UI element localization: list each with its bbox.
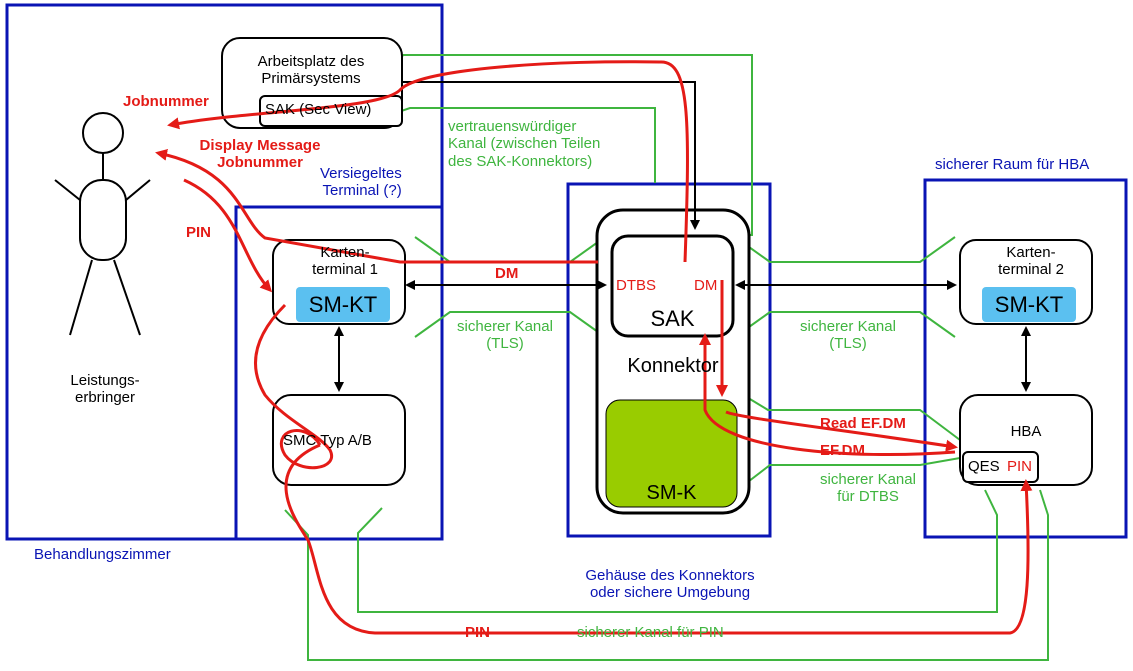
arbeitsplatz-title: Arbeitsplatz des Primärsystems (236, 53, 386, 88)
tls-right-top (734, 236, 956, 263)
qes-label: QES (968, 458, 1000, 475)
dtbs-line-1: sicherer Kanal (820, 471, 916, 488)
tls-left-label: sicherer Kanal (TLS) (442, 318, 568, 353)
sak-box (610, 234, 735, 338)
terminal2-title: Karten- terminal 2 (976, 244, 1086, 279)
konnektor-dtbs-label: DTBS (616, 277, 657, 294)
flow-pin-user (183, 178, 273, 293)
dtbs-channel-label: sicherer Kanal für DTBS (805, 471, 931, 506)
smc-box (272, 394, 406, 486)
qes-pin-box (962, 451, 1039, 483)
tls-right-line-1: sicherer Kanal (800, 318, 896, 335)
flow-jobnummer (167, 60, 689, 263)
smk-label: SM-K (646, 482, 697, 504)
tls-right-bottom (734, 311, 956, 338)
zone-versiegeltes-terminal (234, 205, 444, 541)
flow-pin-bottom-label: PIN (465, 624, 491, 641)
trusted-channel-label: vertrauenswürdiger Kanal (zwischen Teile… (448, 118, 600, 170)
terminal2-line-2: terminal 2 (998, 261, 1064, 279)
tls-left-bottom (414, 311, 606, 338)
tls-left-line-2: (TLS) (486, 335, 524, 353)
flow-pin-bottom (284, 443, 1033, 635)
smk-box (605, 399, 738, 508)
trusted-line-3: des SAK-Konnektors) (448, 152, 593, 170)
flow-read-efdm (725, 410, 958, 452)
smkt-1-label: SM-KT (308, 292, 378, 317)
gehaeuse-line-1: Gehäuse des Konnektors (585, 567, 755, 584)
flow-pin-loop (254, 303, 334, 470)
actor-line-1: Leistungs- (70, 372, 140, 389)
zone-label-versiegeltes-terminal: Versiegeltes Terminal (?) (320, 165, 402, 200)
pin-channel-outer (284, 489, 1049, 661)
terminal2-line-1: Karten- (1006, 244, 1056, 261)
smkt-1-box (296, 287, 390, 322)
arrow-arbeitsplatz-sak (402, 81, 700, 230)
tls-left-line-1: sicherer Kanal (457, 318, 553, 335)
flow-efdm-label: EF.DM (820, 442, 865, 459)
actor-label: Leistungs- erbringer (55, 372, 155, 407)
hba-pin-label: PIN (1007, 458, 1033, 475)
display-message-line-1: Display Message (199, 137, 321, 154)
black-arrows (334, 81, 1031, 392)
tls-right-label: sicherer Kanal (TLS) (785, 318, 911, 353)
flow-display-message-label: Display Message Jobnummer (195, 137, 325, 172)
flow-read-efdm-label: Read EF.DM (820, 415, 906, 432)
arbeitsplatz-line-1: Arbeitsplatz des (257, 53, 365, 70)
flow-dm-label: DM (495, 265, 519, 282)
dtbs-channel-bottom (739, 457, 961, 489)
smkt-2-label: SM-KT (994, 292, 1064, 317)
tls-right-line-2: (TLS) (829, 335, 867, 353)
actor-line-2: erbringer (74, 389, 136, 407)
dtbs-channel-top (739, 392, 961, 441)
terminal1-line-2: terminal 1 (312, 261, 378, 279)
sak-view-box (259, 95, 403, 127)
terminal1-line-1: Karten- (320, 244, 370, 261)
smkt-2-box (982, 287, 1076, 322)
versiegeltes-line-1: Versiegeltes (320, 165, 402, 182)
zone-gehaeuse-konnektor (566, 182, 772, 538)
terminal1-title: Karten- terminal 1 (290, 244, 400, 279)
trusted-line-1: vertrauenswürdiger (448, 118, 577, 135)
sak-view-label: SAK (Sec View) (265, 101, 372, 118)
zone-sicherer-raum (923, 178, 1128, 539)
pin-channel-inner (357, 489, 998, 613)
zone-label-behandlungszimmer: Behandlungszimmer (34, 546, 171, 563)
sak-label: SAK (650, 306, 695, 331)
gehaeuse-line-2: oder sichere Umgebung (589, 584, 751, 602)
konnektor-dm-label: DM (694, 277, 718, 294)
zone-label-gehaeuse: Gehäuse des Konnektors oder sichere Umge… (560, 567, 780, 602)
smc-label: SMC Typ A/B (283, 432, 372, 449)
trusted-line-2: Kanal (zwischen Teilen (448, 135, 601, 153)
dtbs-line-2: für DTBS (837, 488, 899, 506)
flow-jobnummer-label: Jobnummer (123, 93, 209, 110)
flow-efdm-return (699, 333, 956, 457)
flow-display-message (155, 148, 598, 264)
konnektor-title: Konnektor (627, 355, 719, 377)
versiegeltes-line-2: Terminal (?) (322, 182, 402, 200)
flow-pin-user-label: PIN (186, 224, 212, 241)
stick-figure (54, 112, 151, 336)
display-message-line-2: Jobnummer (217, 154, 303, 172)
red-flows (155, 60, 1033, 635)
arbeitsplatz-line-2: Primärsystems (261, 70, 361, 88)
zone-label-sicherer-raum: sicherer Raum für HBA (935, 156, 1090, 173)
pin-channel-label: sicherer Kanal für PIN (577, 624, 724, 641)
hba-title: HBA (1010, 423, 1042, 440)
